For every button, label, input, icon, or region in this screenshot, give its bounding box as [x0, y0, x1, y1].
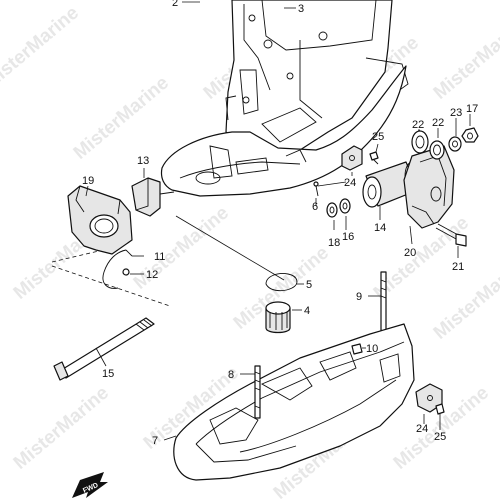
watermark-text: MisterMarine: [0, 2, 83, 93]
part-21-bolt: [435, 223, 467, 247]
part-16-washer: [339, 198, 351, 214]
callout-12: 12: [146, 269, 158, 281]
callout-18: 18: [328, 237, 340, 249]
part-11-wire-clip: [102, 249, 133, 289]
callout-16: 16: [342, 231, 354, 243]
callout-23: 23: [450, 107, 462, 119]
callout-22-second: 22: [432, 117, 444, 129]
callout-8: 8: [228, 369, 234, 381]
callout-14: 14: [374, 222, 386, 234]
callout-leaders: [85, 1, 471, 441]
part-22-ring: [429, 140, 445, 160]
callout-24-lower: 24: [416, 423, 428, 435]
part-25-upper-bolt: [369, 151, 379, 165]
watermark-text: MisterMarine: [430, 12, 500, 103]
callout-19: 19: [82, 175, 94, 187]
callout-10: 10: [366, 343, 378, 355]
callout-17: 17: [466, 103, 478, 115]
part-9-stud: [380, 271, 387, 347]
callout-labels: 2 3 4 5 6 7 8 9 10 11 12 13 14 15 16 17 …: [82, 0, 478, 447]
callout-2: 2: [172, 0, 178, 9]
watermark-text: MisterMarine: [10, 382, 113, 473]
fwd-arrow-icon: FWD: [72, 472, 108, 498]
part-4-seal: [265, 301, 291, 334]
part-12-bolt: [122, 268, 130, 276]
part-5-spring-clip: [265, 273, 298, 292]
part-15-long-bolt: [53, 317, 155, 381]
callout-22: 22: [412, 119, 424, 131]
anti-ventilation-plate: [160, 65, 407, 197]
drive-shaft-housing: [225, 0, 409, 151]
callout-4: 4: [304, 305, 310, 317]
part-6-screw: [313, 181, 319, 197]
part-23-washer: [448, 136, 462, 152]
callout-9: 9: [356, 291, 362, 303]
part-24-upper-anode: [341, 145, 363, 171]
callout-24-upper: 24: [344, 177, 356, 189]
part-19-clamp-bracket: [67, 185, 133, 255]
callout-5: 5: [306, 279, 312, 291]
part-25-lower-bolt: [435, 403, 445, 415]
callout-13: 13: [137, 155, 149, 167]
callout-20: 20: [404, 247, 416, 259]
part-22-ring: [411, 130, 429, 154]
part-17-nut: [461, 127, 479, 143]
callout-6: 6: [312, 201, 318, 213]
part-7-gear-case: [173, 323, 415, 481]
callout-25-lower: 25: [434, 431, 446, 443]
part-10-bolt: [351, 343, 363, 355]
callout-21: 21: [452, 261, 464, 273]
callout-7: 7: [152, 435, 158, 447]
callout-3: 3: [298, 3, 304, 15]
callout-11: 11: [154, 251, 165, 263]
part-13-damper: [131, 177, 175, 217]
callout-15: 15: [102, 368, 114, 380]
part-18-washer: [326, 202, 338, 218]
watermark-text: MisterMarine: [70, 72, 173, 163]
part-8-stud: [254, 365, 261, 419]
watermark-text: MisterMarine: [430, 252, 500, 343]
part-20-mount-cover: [403, 145, 455, 229]
callout-25-upper: 25: [372, 131, 384, 143]
